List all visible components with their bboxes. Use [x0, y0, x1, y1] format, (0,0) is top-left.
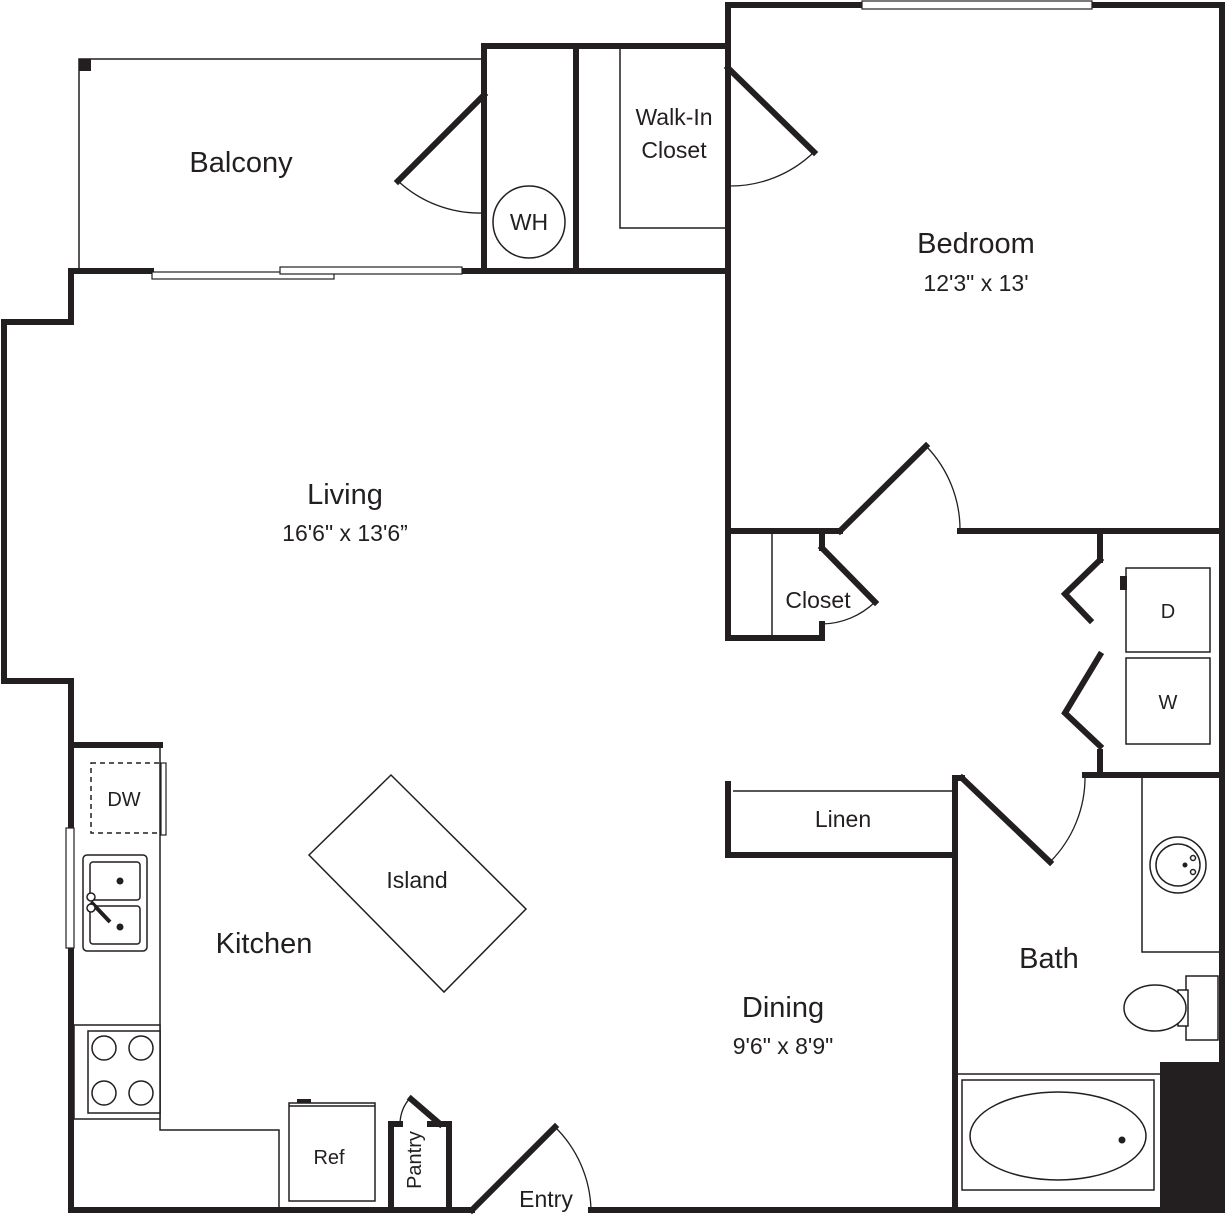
stove-icon	[73, 1024, 161, 1120]
bath-label: Bath	[1019, 943, 1079, 975]
bedroom-label: Bedroom	[917, 228, 1035, 260]
walk-in-closet-label-line1: Walk-In	[635, 104, 712, 130]
dining-label: Dining	[742, 992, 824, 1024]
refrigerator-label: Ref	[313, 1147, 345, 1169]
walk-in-closet-label-line2: Closet	[641, 137, 707, 163]
refrigerator	[288, 1099, 376, 1202]
living-label: Living	[307, 479, 383, 511]
balcony-sliding-door[interactable]	[151, 266, 463, 280]
living-size: 16'6" x 13'6”	[282, 520, 408, 546]
island	[307, 773, 528, 994]
balcony-area	[78, 58, 481, 271]
sink-icon	[82, 854, 148, 952]
closet-label: Closet	[785, 587, 851, 613]
washer-label: W	[1159, 692, 1178, 714]
bedroom-size: 12'3" x 13'	[923, 270, 1028, 296]
bath-wall-block	[1160, 1062, 1225, 1213]
pantry-label: Pantry	[404, 1131, 426, 1189]
bathtub-icon	[961, 1079, 1155, 1191]
bedroom-window	[861, 0, 1093, 10]
dryer-label: D	[1161, 601, 1175, 623]
dishwasher-label: DW	[107, 789, 140, 811]
kitchen-label: Kitchen	[216, 928, 313, 960]
bath-sink-icon	[1149, 836, 1207, 894]
dining-size: 9'6" x 8'9"	[733, 1033, 834, 1059]
water-heater-label: WH	[510, 209, 548, 235]
dryer	[1120, 567, 1211, 653]
water-heater	[492, 185, 566, 259]
toilet-icon	[1123, 975, 1219, 1041]
island-label: Island	[386, 867, 447, 893]
washer	[1125, 657, 1211, 745]
kitchen-window	[65, 827, 75, 949]
dishwasher	[90, 762, 167, 836]
thin-details	[159, 46, 1222, 1210]
entry-label: Entry	[519, 1186, 573, 1212]
doors[interactable]	[393, 63, 1105, 1215]
balcony-post-icon	[79, 59, 91, 71]
linen-label: Linen	[815, 806, 871, 832]
interior-walls	[68, 268, 1225, 1213]
balcony-label: Balcony	[189, 147, 293, 179]
